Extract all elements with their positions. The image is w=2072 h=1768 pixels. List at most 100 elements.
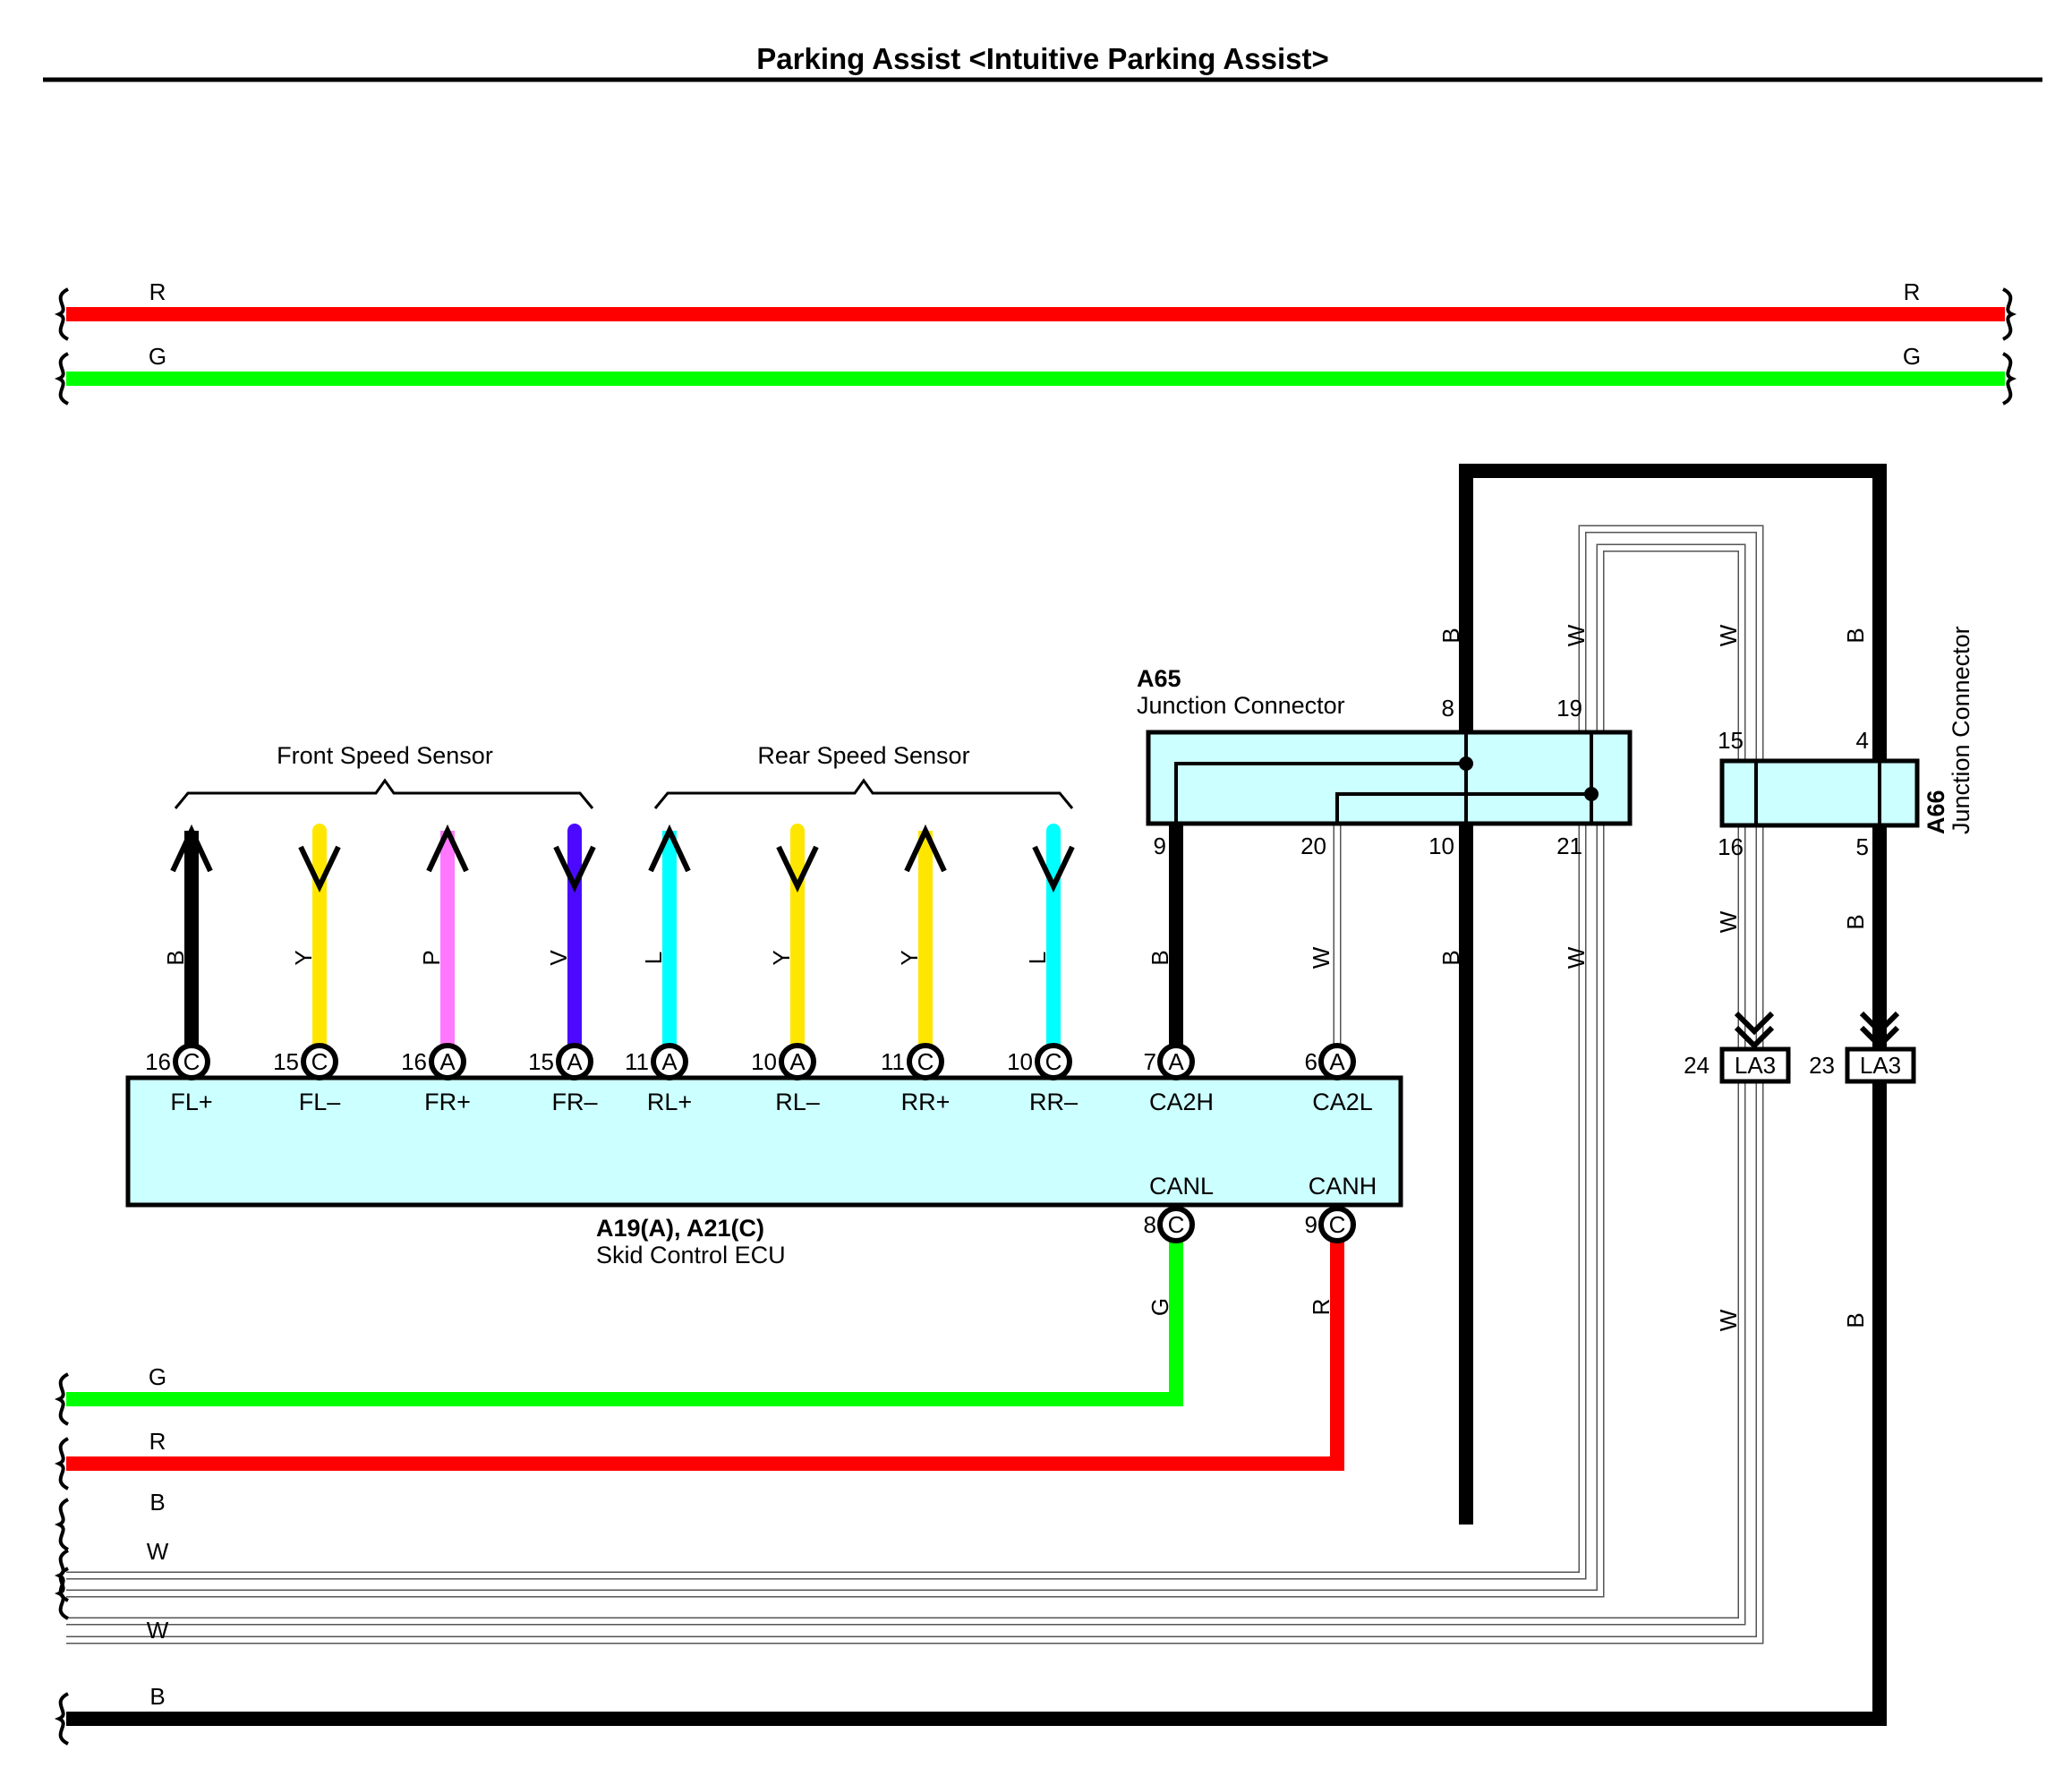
ca2l-wire-label: W [1308, 946, 1334, 969]
la3-connector-24: LA3 24 [1684, 1011, 1791, 1084]
a66-pin-16: 16 [1718, 833, 1744, 860]
a66-top-w-label: W [1715, 624, 1742, 646]
sensor-wire-color-label: Y [768, 950, 795, 965]
terminal-pin-number: 16 [145, 1048, 171, 1075]
a66-low-w-label: W [1715, 1309, 1742, 1331]
terminal [651, 1043, 688, 1080]
wire-w-loop-outer [66, 525, 1764, 1644]
rear-sensor-bracket [653, 778, 1074, 809]
bottom-wire-label: B [149, 1683, 165, 1710]
top-wire-label-right: R [1904, 278, 1921, 305]
wire-break-left [54, 1692, 70, 1746]
bottom-wire-label: W [147, 1617, 169, 1644]
wire-break-right [2001, 287, 2017, 341]
sensor-wire-color-label: B [162, 950, 189, 965]
top-wire-label-right: G [1903, 343, 1921, 370]
wire-break-left [54, 1437, 70, 1490]
terminal-connector-letter: C [183, 1048, 200, 1075]
a66-pin-15: 15 [1718, 727, 1744, 754]
a65-code: A65 [1137, 665, 1181, 692]
ground-and-bus-loops [66, 464, 1887, 1726]
svg-text:CANL: CANL [1149, 1173, 1214, 1200]
wire-break-left [54, 352, 70, 406]
sensor-wire-color-label: L [640, 952, 667, 964]
front-sensor-bracket [174, 778, 594, 809]
sensor-wire-color-label: Y [896, 950, 923, 965]
wire-break-left [54, 1372, 70, 1426]
bottom-wire-1: G [54, 1363, 166, 1426]
svg-text:LA3: LA3 [1735, 1052, 1776, 1079]
wire-break-right [2001, 352, 2017, 406]
a65-pin-19: 19 [1556, 695, 1582, 722]
svg-text:7: 7 [1144, 1048, 1156, 1075]
terminal-pin-number: 10 [1007, 1048, 1033, 1075]
svg-text:9: 9 [1305, 1211, 1317, 1238]
a65-pin-21: 21 [1556, 833, 1582, 859]
sensor-wires: BC16FL+YC15FL–PA16FR+VA15FR–LA11RL+YA10R… [145, 824, 1078, 1115]
wire-break-left [54, 1498, 70, 1551]
ecu-code: A19(A), A21(C) [596, 1215, 764, 1242]
svg-text:LA3: LA3 [1860, 1052, 1901, 1079]
terminal [907, 1043, 944, 1080]
ecu-name: Skid Control ECU [596, 1242, 786, 1268]
rear-sensor-label: Rear Speed Sensor [757, 742, 969, 769]
terminal-connector-letter: C [311, 1048, 328, 1075]
skid-control-ecu-box [125, 1075, 1403, 1208]
a66-top-b-label: B [1842, 628, 1869, 643]
a65-name: Junction Connector [1137, 692, 1345, 719]
bottom-wire-3: B [54, 1489, 166, 1551]
terminal-connector-letter: A [567, 1048, 583, 1075]
bottom-wire-label: G [149, 1363, 166, 1390]
terminal-signal-name: RR+ [901, 1089, 951, 1115]
terminal-signal-name: FL– [299, 1089, 341, 1115]
a66-pin-4: 4 [1856, 727, 1869, 754]
a65-pin-10: 10 [1428, 833, 1454, 859]
canh-terminal: C 9 CANH [1305, 1173, 1377, 1243]
terminal-pin-number: 15 [273, 1048, 299, 1075]
svg-text:24: 24 [1684, 1052, 1710, 1079]
top-wire-label-left: R [149, 278, 166, 305]
wire-w-loop-inner [66, 543, 1746, 1626]
ca2h-wire-label: B [1147, 950, 1173, 965]
wire-break-left [54, 287, 70, 341]
page-title: Parking Assist <Intuitive Parking Assist… [756, 42, 1328, 75]
svg-text:CA2H: CA2H [1149, 1089, 1214, 1115]
terminal-signal-name: FR– [551, 1089, 597, 1115]
svg-text:C: C [1168, 1211, 1185, 1238]
terminal-connector-letter: C [1045, 1048, 1062, 1075]
terminal-pin-number: 10 [751, 1048, 777, 1075]
terminal-connector-letter: C [917, 1048, 934, 1075]
terminal-pin-number: 16 [401, 1048, 427, 1075]
terminal-signal-name: RL+ [647, 1089, 692, 1115]
ca2h-terminal: A 7 CA2H [1144, 1043, 1214, 1115]
terminal-pin-number: 11 [625, 1048, 649, 1075]
a65-pin-20: 20 [1300, 833, 1326, 859]
top-wire-label-left: G [149, 343, 166, 370]
a65-bot-b-label: B [1437, 950, 1464, 965]
terminal-connector-letter: A [661, 1048, 678, 1075]
canl-wire-label: G [1147, 1298, 1173, 1316]
svg-text:6: 6 [1305, 1048, 1317, 1075]
bottom-wire-label: W [147, 1538, 169, 1565]
terminal [429, 1043, 466, 1080]
a66-junction-connector [1719, 758, 1920, 828]
a65-pin-9: 9 [1154, 833, 1166, 859]
canh-wire-label: R [1308, 1299, 1334, 1316]
terminal-signal-name: FR+ [424, 1089, 471, 1115]
canl-terminal: C 8 CANL [1144, 1173, 1214, 1243]
a66-code: A66 [1923, 790, 1949, 834]
a65-top-b-label: B [1437, 628, 1464, 643]
terminal [173, 1043, 210, 1080]
svg-text:C: C [1329, 1211, 1346, 1238]
